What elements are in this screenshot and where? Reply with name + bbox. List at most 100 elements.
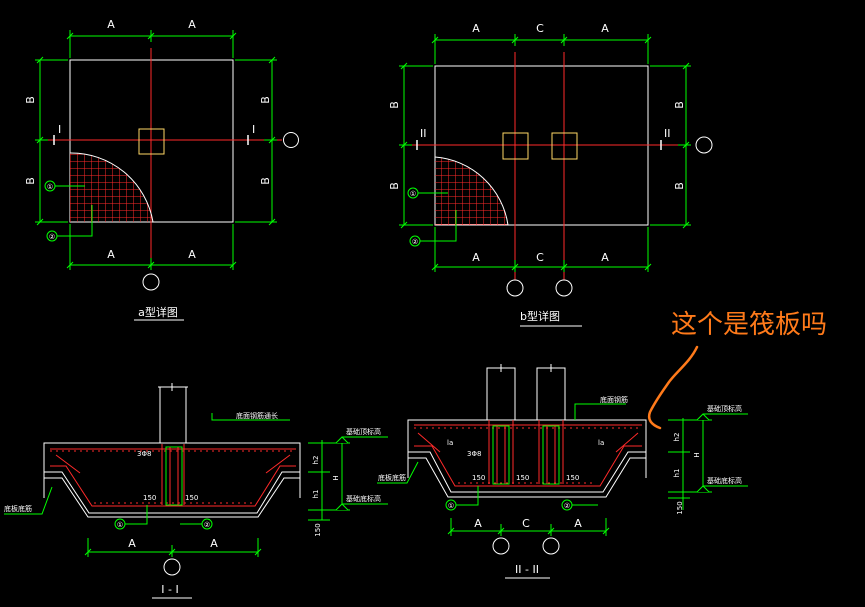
section-2: 底面钢筋 la la 3Φ8 150 150 150 底板底筋 ① ② A C … — [377, 364, 748, 579]
plan-b-section-mark-right: II — [664, 127, 671, 140]
section-2-dim-150: 150 — [676, 501, 684, 514]
section-1-label-3phi8: 3Φ8 — [137, 450, 151, 458]
section-2-left-label: 底板底筋 — [378, 473, 406, 482]
section-2-dim-bottom-3: A — [574, 517, 582, 530]
plan-b-dim-bottom-2: C — [536, 251, 544, 264]
plan-a-section-mark-left: I — [58, 123, 61, 136]
plan-a-dim-bottom-1: A — [107, 248, 115, 261]
section-2-footing-outline — [407, 419, 647, 493]
section-1: 底面钢筋通长 3Φ8 150 150 底板底筋 ① ② A A I - I — [4, 383, 388, 599]
plan-a-dim-right — [235, 56, 277, 226]
section-2-label-3phi8: 3Φ8 — [467, 450, 481, 458]
section-2-dim-H: H — [693, 452, 701, 457]
section-1-footing-outline — [43, 442, 301, 514]
plan-b: A C A A C A B B B B II II — [388, 22, 713, 327]
section-1-elev-bottom: 基础底标高 — [346, 494, 381, 503]
section-2-label-la-left: la — [447, 439, 453, 447]
plan-a-axis-bubble-bottom — [142, 273, 160, 291]
section-1-label-150-right: 150 — [185, 494, 198, 502]
section-2-column-1 — [486, 367, 516, 420]
plan-a-axis-bubble-right — [283, 132, 299, 148]
section-1-dim-bottom-2: A — [210, 537, 218, 550]
section-2-label-150-a: 150 — [472, 474, 485, 482]
section-1-dim-h1: h1 — [312, 490, 320, 499]
plan-a-dim-bottom-2: A — [188, 248, 196, 261]
plan-a-section-mark-right: I — [252, 123, 255, 136]
section-2-dim-bottom — [447, 518, 610, 536]
plan-b-dim-top-2: C — [536, 22, 544, 35]
section-2-axis-bubble-2 — [542, 537, 560, 555]
section-2-label-150-b: 150 — [516, 474, 529, 482]
section-2-dim-right — [668, 413, 748, 510]
section-1-rebar-1: ① — [117, 521, 123, 529]
section-1-dim-bottom — [84, 538, 262, 557]
section-1-dim-150: 150 — [314, 523, 322, 536]
plan-b-rebar-1: ① — [410, 190, 416, 198]
plan-b-rebar-mesh — [434, 156, 509, 226]
plan-a-rebar-2: ② — [49, 233, 55, 241]
plan-a-dim-left-2: B — [24, 177, 37, 185]
section-1-column — [159, 386, 187, 443]
plan-a-dim-left — [35, 56, 68, 226]
annotation-question-text: 这个是筏板吗 — [671, 310, 827, 340]
section-2-dim-h1: h1 — [673, 469, 681, 478]
section-2-rebar-2: ② — [564, 502, 570, 510]
section-2-rebar-1: ① — [448, 502, 454, 510]
plan-b-axis-bubble-right — [695, 136, 713, 154]
plan-b-dim-right-1: B — [673, 101, 686, 109]
section-1-dim-H: H — [332, 475, 340, 480]
plan-a-title: a型详图 — [138, 305, 178, 319]
plan-b-dim-left-1: B — [388, 101, 401, 109]
section-1-elev-top: 基础顶标高 — [346, 427, 381, 436]
section-1-dim-right — [308, 436, 388, 521]
plan-b-axis-bubble-bottom-2 — [555, 279, 573, 297]
section-1-top-label: 底面钢筋通长 — [236, 411, 278, 420]
section-1-label-150-left: 150 — [143, 494, 156, 502]
plan-b-dim-top — [431, 34, 652, 64]
plan-b-dim-top-3: A — [601, 22, 609, 35]
plan-b-dim-right-2: B — [673, 182, 686, 190]
section-1-title: I - I — [161, 583, 178, 596]
section-2-elev-top: 基础顶标高 — [707, 404, 742, 413]
section-1-left-label: 底板底筋 — [4, 504, 32, 513]
plan-a-column — [138, 128, 165, 155]
plan-b-column-2 — [551, 132, 578, 160]
plan-a-dim-bottom — [66, 224, 237, 270]
plan-b-rebar-2: ② — [412, 238, 418, 246]
section-1-axis-bubble — [163, 558, 181, 576]
plan-b-dim-bottom-3: A — [601, 251, 609, 264]
plan-b-title: b型详图 — [520, 309, 560, 323]
plan-a-dim-top — [66, 30, 237, 58]
plan-b-column-1 — [502, 132, 529, 160]
section-2-dim-bottom-1: A — [474, 517, 482, 530]
plan-b-dim-right — [650, 62, 691, 229]
plan-b-section-mark-left: II — [420, 127, 427, 140]
plan-a: A A A A B B B B I I — [24, 18, 299, 321]
section-1-dim-h2: h2 — [312, 456, 320, 465]
plan-a-rebar-1: ① — [47, 183, 53, 191]
plan-b-dim-left-2: B — [388, 182, 401, 190]
section-2-axis-bubble-1 — [492, 537, 510, 555]
section-2-column-2 — [536, 367, 566, 420]
plan-a-dim-top-1: A — [107, 18, 115, 31]
section-2-top-label: 底面钢筋 — [600, 395, 628, 404]
annotation: 这个是筏板吗 — [647, 310, 827, 430]
section-2-dim-bottom-2: C — [522, 517, 530, 530]
section-2-title: II - II — [515, 563, 539, 576]
section-2-label-la-right: la — [598, 439, 604, 447]
annotation-pointer-stroke — [647, 345, 699, 430]
plan-b-axis-bubble-bottom-1 — [506, 279, 524, 297]
section-1-dim-bottom-1: A — [128, 537, 136, 550]
plan-a-dim-right-2: B — [259, 177, 272, 185]
plan-a-dim-left-1: B — [24, 96, 37, 104]
plan-b-dim-bottom-1: A — [472, 251, 480, 264]
plan-b-dim-bottom — [431, 227, 652, 272]
plan-b-dim-top-1: A — [472, 22, 480, 35]
section-2-label-150-c: 150 — [566, 474, 579, 482]
plan-a-dim-top-2: A — [188, 18, 196, 31]
plan-a-dim-right-1: B — [259, 96, 272, 104]
plan-a-rebar-mesh — [69, 152, 154, 223]
section-2-elev-bottom: 基础底标高 — [707, 476, 742, 485]
section-2-dim-h2: h2 — [673, 433, 681, 442]
